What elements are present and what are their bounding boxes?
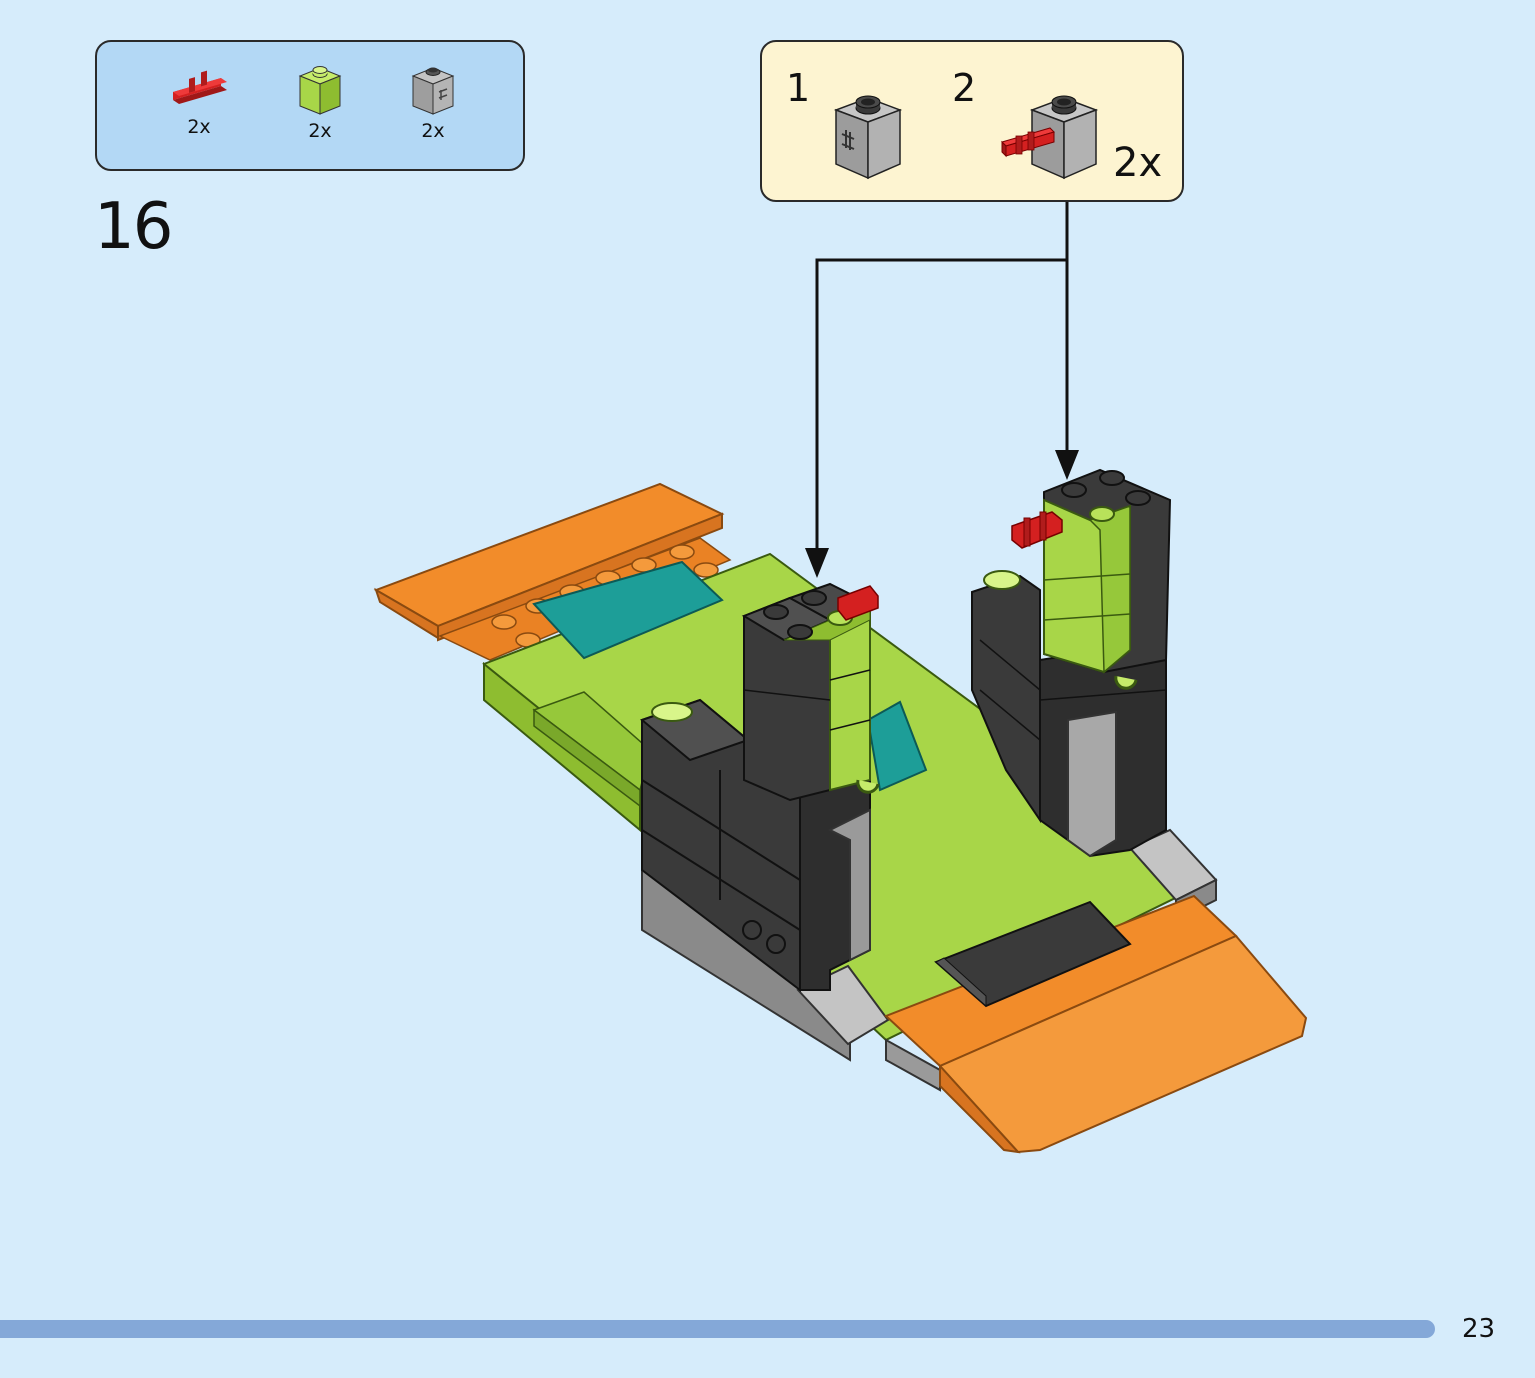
grey-clip-brick-icon (833, 95, 903, 180)
lime-brick-icon (298, 66, 342, 115)
assembly-arrows (815, 202, 1069, 550)
substep-1-number: 1 (786, 66, 811, 110)
grey-brick-with-red-connector-icon (1001, 95, 1099, 180)
model-illustration (373, 202, 1308, 1154)
part-grey-clip-brick: 2x (393, 64, 473, 142)
footer-progress-bar (0, 1320, 1435, 1338)
substep-2-quantity: 2x (1113, 140, 1163, 186)
right-tower (971, 468, 1172, 858)
substep-callout-box: 1 2 2x (760, 40, 1184, 202)
part-quantity: 2x (308, 120, 332, 142)
page-number: 23 (1462, 1314, 1496, 1344)
step-number: 16 (94, 190, 173, 264)
arrow-head-left (805, 548, 829, 578)
left-tower (639, 582, 880, 993)
part-quantity: 2x (187, 116, 211, 138)
part-red-connector: 2x (159, 64, 239, 138)
arrow-head-right (1055, 450, 1079, 480)
red-connector-icon (173, 70, 227, 104)
part-quantity: 2x (421, 120, 445, 142)
substep-2-number: 2 (952, 66, 977, 110)
grey-clip-brick-icon (411, 67, 455, 115)
front-orange-ramp (884, 894, 1308, 1154)
part-lime-brick: 2x (280, 64, 360, 142)
parts-list-box: 2x 2x 2x (95, 40, 525, 171)
